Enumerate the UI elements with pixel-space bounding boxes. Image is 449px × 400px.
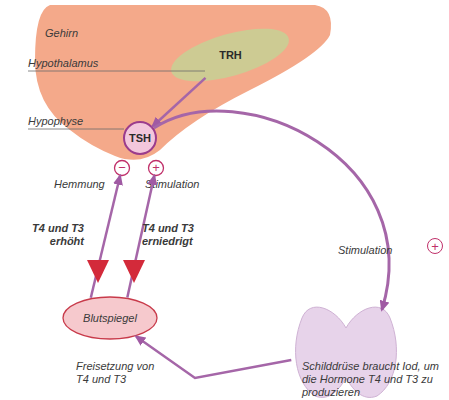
node-label: TSH — [129, 132, 151, 145]
edge-label: Stimulation — [338, 244, 392, 257]
red-triangle — [123, 260, 145, 283]
edge-label: Freisetzung von T4 und T3 — [76, 360, 156, 386]
plus-sign: + — [427, 238, 443, 254]
node-outline — [30, 0, 335, 168]
caption-text: Stimulation — [145, 178, 199, 191]
connector-arrow — [91, 176, 120, 298]
node-label: Blutspiegel — [83, 312, 137, 325]
node-label: + — [152, 160, 160, 176]
node-label: − — [118, 160, 126, 176]
stimulation-circle: +Stimulation — [148, 160, 164, 176]
hypothalamus-oval: TRH — [168, 30, 293, 80]
node-label: TRH — [219, 49, 242, 62]
note-text: Schilddrüse braucht Iod, um die Hormone … — [302, 360, 449, 399]
connector-arrow — [154, 111, 389, 310]
inhibition-circle: −Hemmung — [114, 160, 130, 176]
part-name: Hypothalamus — [28, 57, 98, 70]
edge-label: T4 und T3 erhöht — [10, 222, 84, 248]
pituitary-circle: TSH — [123, 121, 157, 155]
brain-shape: GehirnTRH TSH — [30, 0, 335, 168]
caption-text: Hemmung — [54, 178, 105, 191]
edge-label: T4 und T3 erniedrigt — [142, 222, 222, 248]
connector-arrow — [136, 337, 291, 379]
thyroid-shape: Schilddrüse braucht Iod, um die Hormone … — [290, 298, 402, 400]
red-triangle — [87, 260, 109, 283]
connector-arrow — [153, 78, 206, 127]
blood-level-ellipse: Blutspiegel — [62, 296, 158, 340]
part-name: Hypophyse — [28, 115, 83, 128]
region-label: Gehirn — [45, 27, 78, 40]
